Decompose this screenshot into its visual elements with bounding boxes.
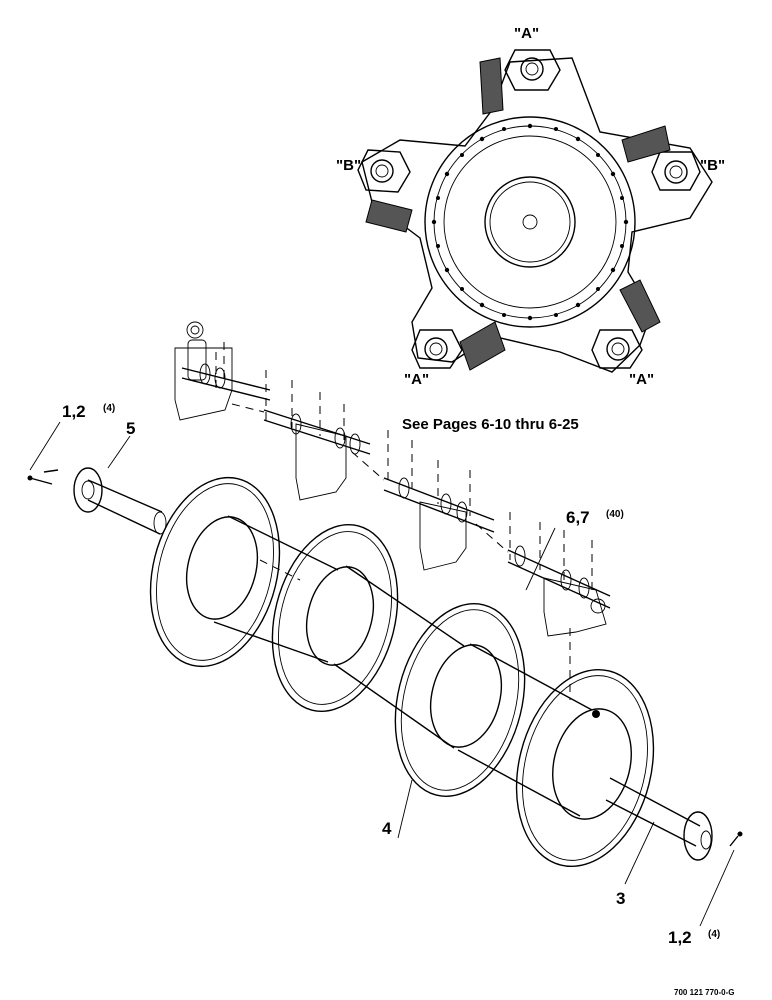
bearing-b-right [651, 151, 701, 191]
end-hub-inner [489, 181, 571, 263]
drum-flange-2 [271, 523, 399, 713]
drum-flange-1 [149, 476, 281, 668]
end-hub-center [522, 214, 538, 230]
paddle-segment-1 [174, 321, 271, 421]
end-disc-inner-ring [443, 135, 617, 309]
label-see-pages: See Pages 6-10 thru 6-25 [402, 416, 579, 433]
stub-shaft-left [27, 467, 167, 535]
label-part-4: 4 [382, 819, 392, 838]
end-view-assembly [357, 49, 713, 373]
end-plate-outline [361, 57, 713, 373]
paddle-segment-3 [383, 430, 495, 571]
drum-flange-3 [394, 603, 526, 797]
label-part-5: 5 [126, 419, 135, 438]
bearing-b-left [357, 149, 411, 193]
end-hub-outer [484, 176, 576, 268]
paddle-segment-2 [263, 370, 371, 501]
label-part-1-2-top-qty: (4) [103, 403, 115, 414]
label-a-top: "A" [514, 25, 539, 42]
stub-shaft-right [605, 777, 743, 861]
label-part-1-2-bottom: 1,2 [668, 928, 692, 947]
bearing-a-bottom-right [591, 329, 643, 369]
end-disc-outer [424, 116, 636, 328]
drum-flange-4 [515, 668, 655, 868]
bearing-a-bottom-left [411, 329, 463, 369]
label-b-right: "B" [700, 157, 725, 174]
drum-assembly [27, 467, 743, 868]
callout-leaders [29, 421, 735, 927]
label-part-1-2-bottom-qty: (4) [708, 929, 720, 940]
label-a-bottom-right: "A" [629, 371, 654, 388]
label-part-1-2-top: 1,2 [62, 402, 86, 421]
bearing-a-top [504, 49, 561, 91]
label-b-left: "B" [336, 157, 361, 174]
figure-code: 700 121 770-0-G [674, 988, 735, 997]
end-view-paddles [365, 57, 671, 371]
paddle-segment-4 [507, 512, 611, 637]
label-part-6-7: 6,7 [566, 508, 590, 527]
label-a-bottom-left: "A" [404, 371, 429, 388]
label-part-3: 3 [616, 889, 625, 908]
label-part-6-7-qty: (40) [606, 509, 624, 520]
end-disc-bolt-holes [431, 123, 629, 321]
paddle-shaft-assemblies [174, 321, 611, 700]
